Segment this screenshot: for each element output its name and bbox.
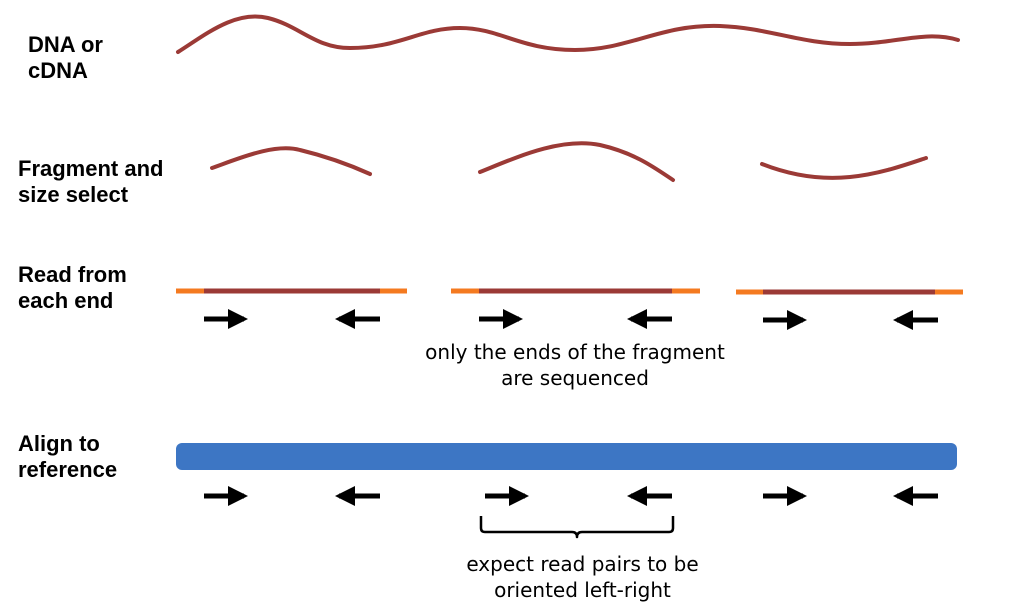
- stage-label-align: Align to reference: [18, 431, 118, 482]
- reference-bar: [176, 443, 957, 470]
- stage-label-fragment: Fragment and size select: [18, 156, 164, 207]
- pair-brace: [479, 516, 675, 539]
- fragment-1: [210, 146, 372, 176]
- fragment-3: [760, 156, 928, 180]
- fragment-2: [478, 141, 675, 182]
- note-expect-pairs: expect read pairs to be oriented left-ri…: [466, 552, 699, 602]
- dna-strand: [176, 14, 960, 54]
- stage-label-dna: DNA or cDNA: [28, 32, 103, 83]
- note-ends-sequenced: only the ends of the fragment are sequen…: [425, 340, 725, 390]
- stage-label-read: Read from each end: [18, 262, 127, 313]
